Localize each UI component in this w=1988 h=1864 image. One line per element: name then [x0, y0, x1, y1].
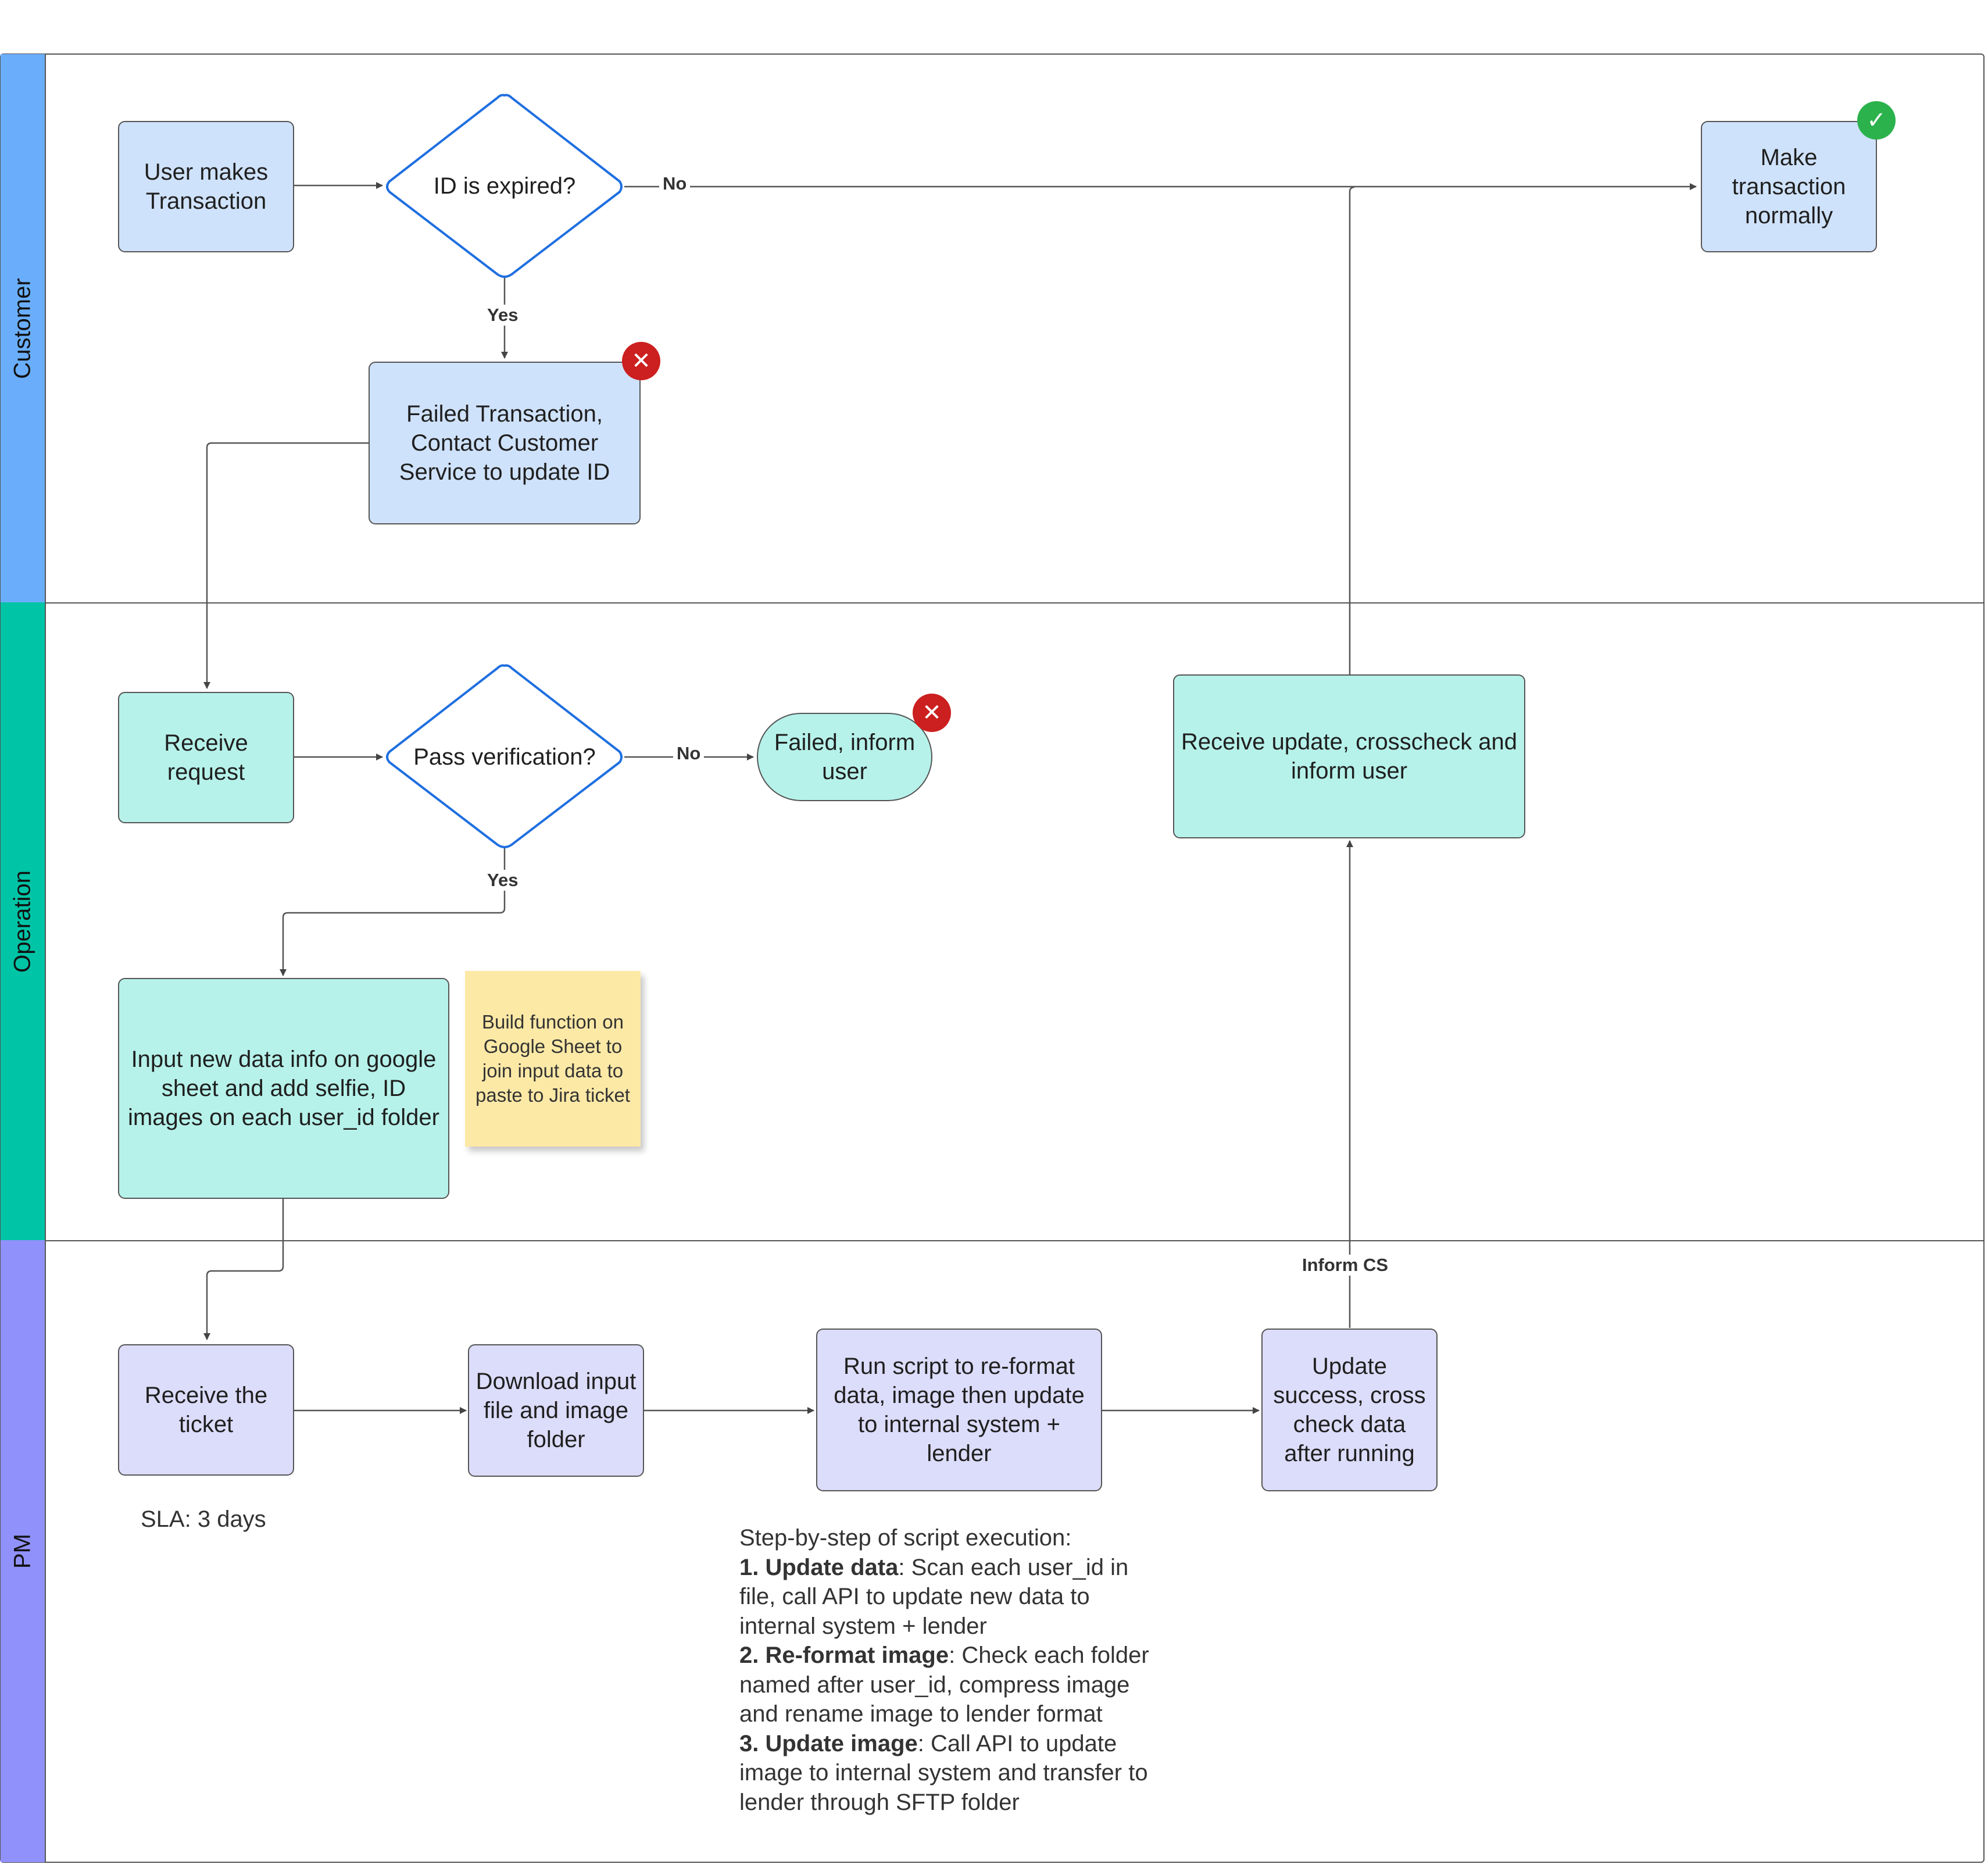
decision-id-expired-label: ID is expired?: [433, 173, 576, 199]
edge-label-no: No: [673, 743, 705, 764]
script-step-title: 3. Update image: [739, 1730, 918, 1756]
decision-id-expired-shape: [386, 94, 623, 278]
check-circle-icon: ✓: [1857, 101, 1896, 140]
script-steps-heading: Step-by-step of script execution:: [739, 1525, 1072, 1551]
edge-label-inform-cs: Inform CS: [1299, 1255, 1392, 1276]
node-make-transaction: Make transaction normally: [1701, 121, 1877, 252]
node-receive-ticket: Receive the ticket: [118, 1344, 294, 1476]
decision-id-expired: ID is expired?: [395, 163, 614, 209]
node-run-script: Run script to re-format data, image then…: [816, 1329, 1102, 1491]
node-download-input: Download input file and image folder: [468, 1344, 644, 1477]
script-steps-note: Step-by-step of script execution: 1. Upd…: [739, 1523, 1158, 1817]
edge-label-no: No: [659, 173, 691, 194]
node-receive-update: Receive update, crosscheck and inform us…: [1173, 674, 1525, 838]
x-circle-icon: ✕: [913, 694, 951, 732]
node-label: Input new data info on google sheet and …: [128, 1047, 439, 1130]
lane-divider: [46, 1240, 1984, 1241]
edge-verification-yes: [280, 848, 506, 976]
sticky-note: Build function on Google Sheet to join i…: [465, 971, 641, 1147]
sla-label: SLA: 3 days: [141, 1506, 266, 1532]
node-label: Update success, cross check data after r…: [1273, 1354, 1426, 1466]
node-input-data: Input new data info on google sheet and …: [118, 978, 449, 1199]
node-label: Failed Transaction, Contact Customer Ser…: [399, 401, 610, 485]
sticky-note-text: Build function on Google Sheet to join i…: [475, 1011, 630, 1106]
node-receive-request: Receive request: [118, 692, 294, 823]
lane-pm: PM: [1, 1240, 46, 1862]
node-label: Run script to re-format data, image then…: [834, 1354, 1085, 1466]
decision-pass-verification: Pass verification?: [395, 734, 614, 780]
script-step-text: : Call API to update image to internal s…: [739, 1730, 1148, 1815]
node-label: Receive request: [164, 730, 248, 785]
script-step: 1. Update data: Scan each user_id in fil…: [739, 1553, 1158, 1641]
script-step-title: 2. Re-format image: [739, 1642, 949, 1668]
node-label: Receive update, crosscheck and inform us…: [1181, 729, 1518, 784]
node-user-makes-transaction: User makes Transaction: [118, 121, 294, 252]
node-label: Receive the ticket: [144, 1383, 268, 1437]
node-update-success: Update success, cross check data after r…: [1261, 1329, 1438, 1491]
edge-label-yes: Yes: [484, 870, 522, 891]
node-label: Failed, inform user: [774, 730, 916, 784]
decision-pass-verification-label: Pass verification?: [413, 744, 596, 770]
script-step-text: : Check each folder named after user_id,…: [739, 1642, 1149, 1727]
script-step-title: 1. Update data: [739, 1554, 899, 1580]
node-label: User makes Transaction: [144, 159, 269, 214]
script-step: 2. Re-format image: Check each folder na…: [739, 1641, 1158, 1729]
edge-label-yes: Yes: [484, 305, 522, 326]
node-label: Make transaction normally: [1732, 145, 1846, 228]
node-failed-transaction: Failed Transaction, Contact Customer Ser…: [369, 362, 641, 524]
lane-divider: [46, 602, 1984, 604]
decision-pass-verification-shape: [386, 664, 623, 848]
x-circle-icon: ✕: [622, 342, 660, 380]
lane-operation: Operation: [1, 602, 46, 1240]
edge-input-to-ticket: [203, 1199, 284, 1340]
node-failed-inform-user: Failed, inform user: [757, 713, 932, 801]
script-step: 3. Update image: Call API to update imag…: [739, 1729, 1158, 1817]
lane-customer: Customer: [1, 54, 46, 602]
edge-failed-to-receive-request: [203, 442, 369, 689]
script-step-text: : Scan each user_id in file, call API to…: [739, 1554, 1129, 1639]
node-label: Download input file and image folder: [475, 1369, 637, 1452]
edge-receive-update-to-make: [1349, 186, 1355, 674]
